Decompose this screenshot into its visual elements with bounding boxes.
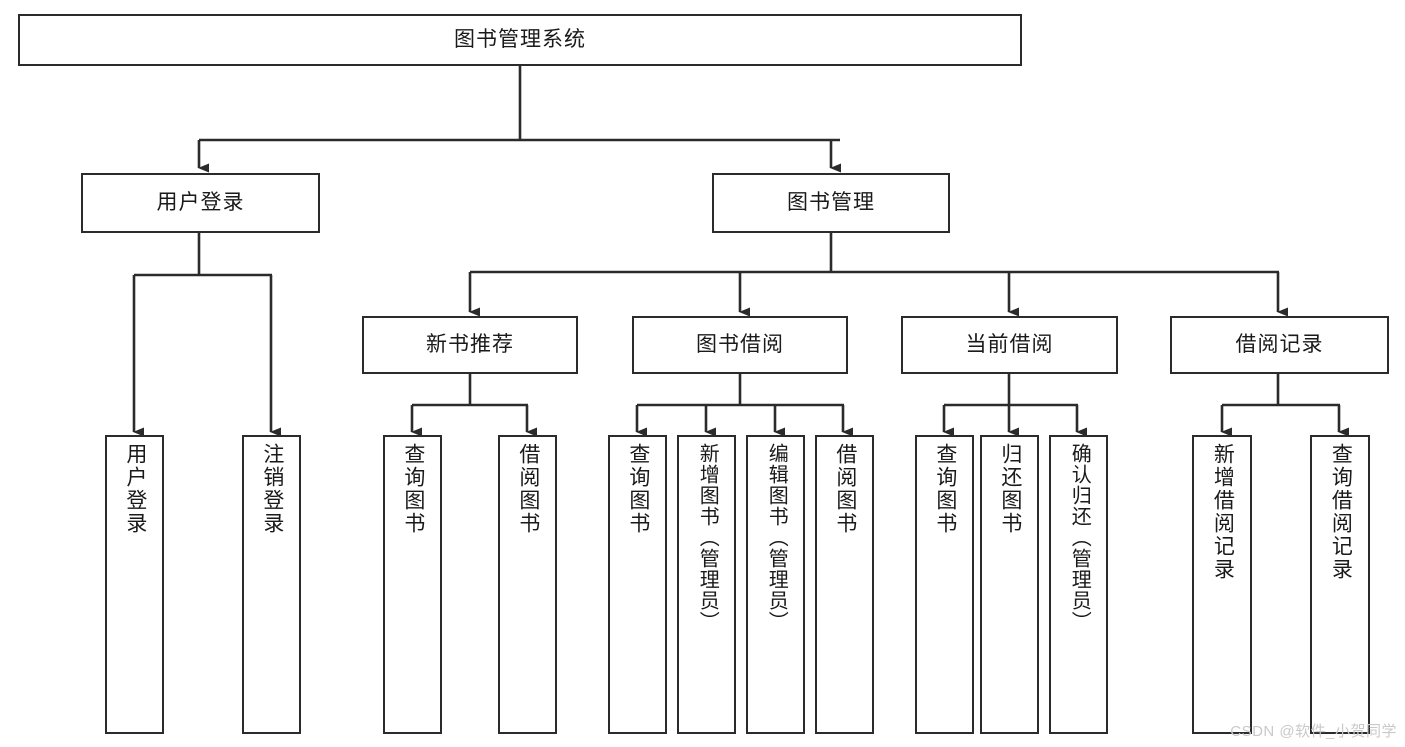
leaf-borrow-book-recommend[interactable]: 借阅图书 [498, 435, 557, 734]
leaf-query-book-recommend[interactable]: 查询图书 [383, 435, 442, 734]
leaf-query-book-current[interactable]: 查询图书 [915, 435, 974, 734]
leaf-label: 归还图书 [998, 443, 1022, 535]
leaf-logout[interactable]: 注销登录 [242, 435, 301, 734]
leaf-return-book[interactable]: 归还图书 [980, 435, 1039, 734]
node-label: 图书借阅 [696, 333, 784, 357]
leaf-label: 注销登录 [260, 443, 284, 535]
node-new-book-recommend[interactable]: 新书推荐 [362, 316, 578, 374]
leaf-confirm-return-admin[interactable]: 确认归还（管理员） [1049, 435, 1108, 734]
node-label: 当前借阅 [965, 333, 1054, 357]
leaf-user-login[interactable]: 用户登录 [105, 435, 164, 734]
node-user-login[interactable]: 用户登录 [81, 173, 320, 233]
leaf-label: 查询图书 [933, 443, 957, 535]
leaf-add-borrow-record[interactable]: 新增借阅记录 [1192, 435, 1252, 734]
leaf-edit-book-admin[interactable]: 编辑图书（管理员） [746, 435, 805, 734]
node-root-system[interactable]: 图书管理系统 [18, 14, 1022, 66]
node-book-borrow[interactable]: 图书借阅 [632, 316, 848, 374]
leaf-label: 新增借阅记录 [1211, 443, 1235, 581]
leaf-label: 查询借阅记录 [1329, 443, 1353, 581]
node-label: 用户登录 [156, 191, 245, 215]
leaf-label: 借阅图书 [516, 443, 540, 535]
leaf-label: 编辑图书（管理员） [765, 443, 788, 632]
leaf-label: 确认归还（管理员） [1068, 443, 1091, 632]
leaf-query-borrow-record[interactable]: 查询借阅记录 [1310, 435, 1370, 734]
leaf-label: 借阅图书 [833, 443, 857, 535]
leaf-label: 查询图书 [401, 443, 425, 535]
node-book-management[interactable]: 图书管理 [712, 173, 950, 233]
node-current-borrow[interactable]: 当前借阅 [901, 316, 1118, 374]
leaf-query-book-borrow[interactable]: 查询图书 [608, 435, 667, 734]
node-label: 图书管理系统 [454, 28, 586, 52]
leaf-label: 查询图书 [626, 443, 650, 535]
leaf-label: 新增图书（管理员） [696, 443, 719, 632]
node-label: 图书管理 [787, 191, 875, 215]
leaf-label: 用户登录 [123, 443, 147, 535]
node-borrow-record[interactable]: 借阅记录 [1170, 316, 1389, 374]
leaf-borrow-book[interactable]: 借阅图书 [815, 435, 874, 734]
node-label: 新书推荐 [426, 333, 514, 357]
node-label: 借阅记录 [1235, 333, 1324, 357]
leaf-add-book-admin[interactable]: 新增图书（管理员） [677, 435, 736, 734]
